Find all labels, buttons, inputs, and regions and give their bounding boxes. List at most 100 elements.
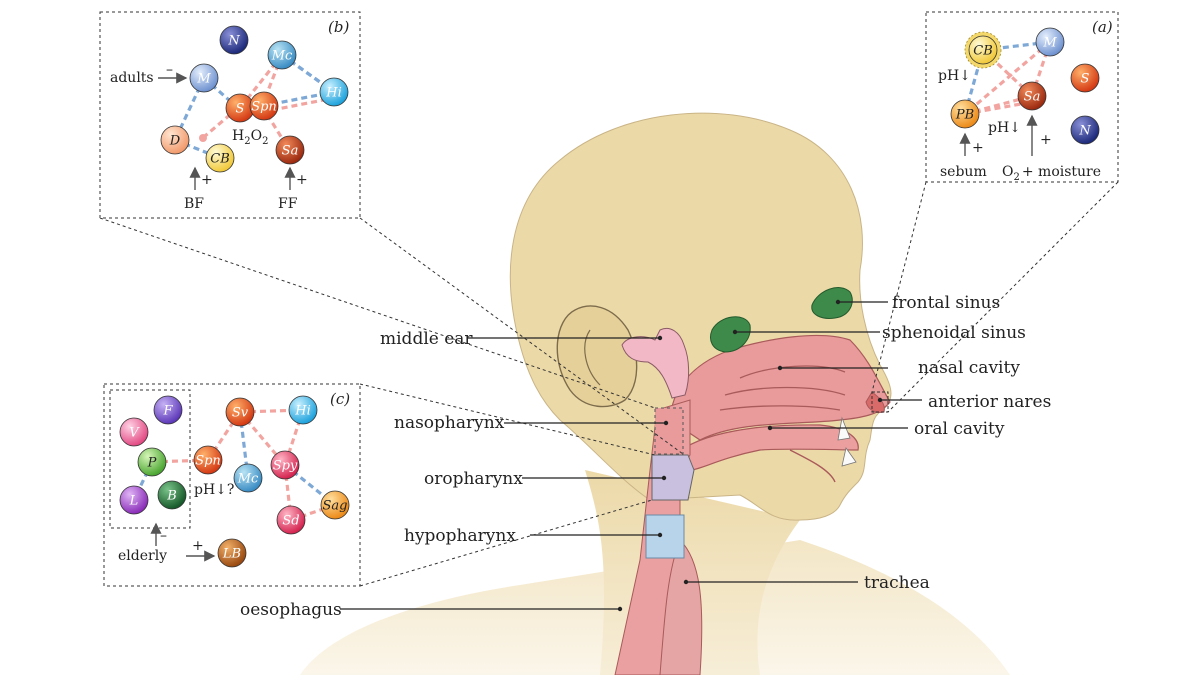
- panel-a-tag: (a): [1092, 18, 1113, 36]
- node-c-Sv: Sv: [225, 397, 255, 427]
- node-b-Hi: Hi: [319, 77, 349, 107]
- node-c-V: V: [119, 417, 149, 447]
- b-h2o2: H2O2: [232, 128, 268, 147]
- panel-b: (b) N Mc M Hi S Spn D CB Sa: [99, 11, 361, 219]
- c-elderly: elderly: [118, 548, 167, 564]
- b-plus1: +: [201, 172, 213, 188]
- node-c-Spy: Spy: [270, 450, 300, 480]
- label-sphenoidal-sinus: sphenoidal sinus: [882, 323, 1026, 343]
- node-c-Spn: Spn: [193, 445, 223, 475]
- label-oropharynx: oropharynx: [424, 469, 523, 489]
- b-adults: adults: [110, 70, 154, 86]
- svg-text:V: V: [129, 426, 140, 441]
- node-b-D: D: [160, 125, 190, 155]
- svg-text:N: N: [227, 34, 240, 49]
- a-ph1: pH↓: [938, 68, 971, 84]
- svg-text:Mc: Mc: [271, 49, 293, 64]
- svg-text:Sd: Sd: [282, 514, 299, 529]
- b-bf: BF: [184, 196, 204, 212]
- panel-c-tag: (c): [330, 390, 350, 408]
- a-o2-moisture: O2+ moisture: [1002, 164, 1101, 183]
- panel-b-nodes: N Mc M Hi S Spn D CB Sa: [160, 25, 349, 173]
- svg-text:M: M: [196, 72, 211, 87]
- svg-text:Spn: Spn: [195, 454, 221, 469]
- svg-text:F: F: [162, 404, 173, 419]
- node-c-P: P: [137, 447, 167, 477]
- anatomy-labels: frontal sinus sphenoidal sinus nasal cav…: [240, 293, 1051, 620]
- svg-text:D: D: [169, 134, 181, 149]
- svg-text:S: S: [1081, 72, 1090, 87]
- label-hypopharynx: hypopharynx: [404, 526, 516, 546]
- node-c-L: L: [119, 485, 149, 515]
- label-nasal-cavity: nasal cavity: [918, 358, 1020, 378]
- node-c-Hi: Hi: [288, 395, 318, 425]
- hypopharynx-region: [645, 514, 685, 559]
- a-ph2: pH↓: [988, 120, 1021, 136]
- node-a-M: M: [1035, 27, 1065, 57]
- node-b-M: M: [189, 63, 219, 93]
- label-trachea: trachea: [864, 573, 930, 593]
- c-ph: pH↓?: [194, 482, 234, 498]
- a-sebum: sebum: [940, 164, 987, 180]
- panel-a: (a) CB M S PB Sa N pH↓ pH↓ + sebum + O2+…: [925, 11, 1119, 183]
- node-c-F: F: [153, 395, 183, 425]
- svg-text:Sv: Sv: [232, 406, 249, 421]
- node-c-Sd: Sd: [276, 505, 306, 535]
- airway: [614, 287, 891, 676]
- middle-ear-shape: [621, 327, 690, 399]
- svg-text:Spy: Spy: [273, 459, 298, 474]
- node-a-CB: CB: [968, 35, 998, 65]
- svg-text:M: M: [1042, 36, 1057, 51]
- node-a-S: S: [1070, 63, 1100, 93]
- svg-text:Spn: Spn: [251, 100, 277, 115]
- node-b-CB: CB: [205, 143, 235, 173]
- node-c-Sag: Sag: [320, 490, 350, 520]
- svg-text:Sag: Sag: [323, 499, 348, 514]
- node-b-N: N: [219, 25, 249, 55]
- svg-text:LB: LB: [222, 547, 241, 562]
- a-plus1: +: [972, 140, 984, 156]
- a-plus2: +: [1040, 132, 1052, 148]
- svg-text:Hi: Hi: [325, 86, 342, 101]
- leader-dots: [617, 299, 883, 612]
- node-c-Mc: Mc: [233, 463, 263, 493]
- node-a-PB: PB: [950, 99, 980, 129]
- b-ff: FF: [278, 196, 298, 212]
- node-a-N: N: [1070, 115, 1100, 145]
- svg-text:PB: PB: [955, 108, 974, 123]
- label-nasopharynx: nasopharynx: [394, 413, 505, 433]
- svg-text:Hi: Hi: [294, 404, 311, 419]
- label-anterior-nares: anterior nares: [928, 392, 1051, 412]
- node-b-Sa: Sa: [275, 135, 305, 165]
- node-c-B: B: [157, 480, 187, 510]
- label-frontal-sinus: frontal sinus: [892, 293, 1000, 313]
- oropharynx-region: [651, 454, 695, 501]
- b-plus2: +: [296, 172, 308, 188]
- frontal-sinus-shape: [811, 287, 853, 319]
- c-plus: +: [192, 538, 204, 554]
- svg-text:Sa: Sa: [282, 144, 299, 159]
- node-b-Mc: Mc: [267, 40, 297, 70]
- sphenoidal-sinus-shape: [710, 316, 751, 353]
- svg-text:CB: CB: [210, 152, 230, 167]
- svg-text:B: B: [166, 489, 177, 504]
- nasopharynx-region: [654, 407, 684, 455]
- node-a-Sa: Sa: [1017, 81, 1047, 111]
- svg-text:Mc: Mc: [237, 472, 259, 487]
- svg-text:P: P: [147, 456, 157, 471]
- node-b-Spn: Spn: [249, 91, 279, 121]
- svg-text:CB: CB: [973, 44, 993, 59]
- label-middle-ear: middle ear: [380, 329, 473, 349]
- panel-c: (c) F V P L B Spn Sv Hi Mc Spy Sd Sag LB…: [103, 383, 361, 587]
- node-c-LB: LB: [217, 538, 247, 568]
- c-minus: –: [160, 528, 167, 544]
- svg-text:L: L: [129, 494, 139, 509]
- panel-b-tag: (b): [328, 18, 349, 36]
- label-oral-cavity: oral cavity: [914, 419, 1005, 439]
- svg-text:Sa: Sa: [1024, 90, 1041, 105]
- zoom-connectors: [99, 181, 1119, 587]
- svg-text:N: N: [1078, 124, 1091, 139]
- oral-cavity-shape: [674, 424, 859, 471]
